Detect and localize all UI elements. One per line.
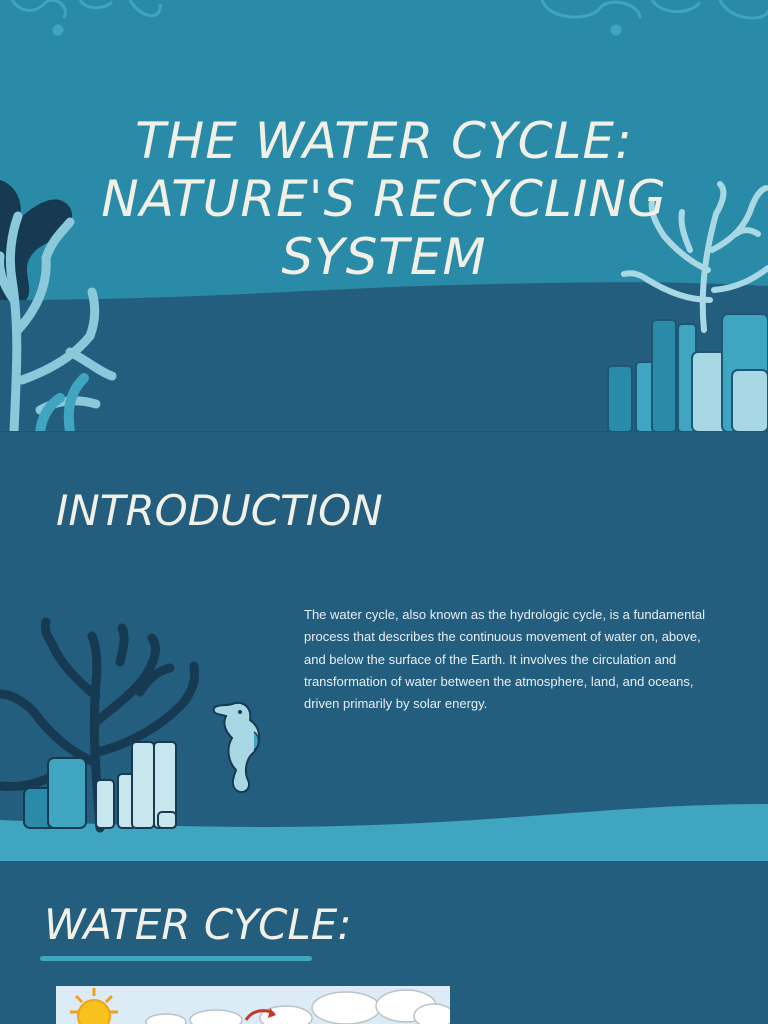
water-cycle-heading: Water Cycle:	[44, 900, 352, 949]
tube-sponges-right	[607, 313, 768, 432]
seahorse-illustration	[212, 702, 261, 794]
coral-left-dark	[0, 180, 73, 300]
tube-sponges-left	[23, 741, 177, 829]
seafloor-decoration	[0, 617, 768, 862]
introduction-heading: Introduction	[56, 486, 383, 535]
ocean-background	[0, 0, 768, 432]
water-cycle-diagram	[56, 986, 450, 1024]
title-line-2: Nature's Recycling	[101, 170, 667, 228]
title-slide: The Water Cycle: Nature's Recycling Syst…	[0, 0, 768, 432]
coral-right-light	[621, 181, 768, 333]
coral-left-teal	[35, 373, 89, 432]
heading-underline	[40, 956, 312, 961]
bubbles-top-right	[540, 0, 768, 36]
title-line-3: System	[281, 228, 487, 286]
introduction-paragraph: The water cycle, also known as the hydro…	[304, 607, 706, 712]
cloud-icon	[145, 989, 450, 1024]
title-line-1: The Water Cycle:	[135, 112, 633, 170]
bubbles-top-left	[10, 0, 162, 36]
introduction-slide: Introduction The water cycle, also known…	[0, 432, 768, 862]
page-title: The Water Cycle: Nature's Recycling Syst…	[80, 112, 688, 286]
water-cycle-slide: Water Cycle:	[0, 862, 768, 1024]
sun-icon	[70, 988, 118, 1024]
diagram-illustration	[70, 988, 450, 1024]
